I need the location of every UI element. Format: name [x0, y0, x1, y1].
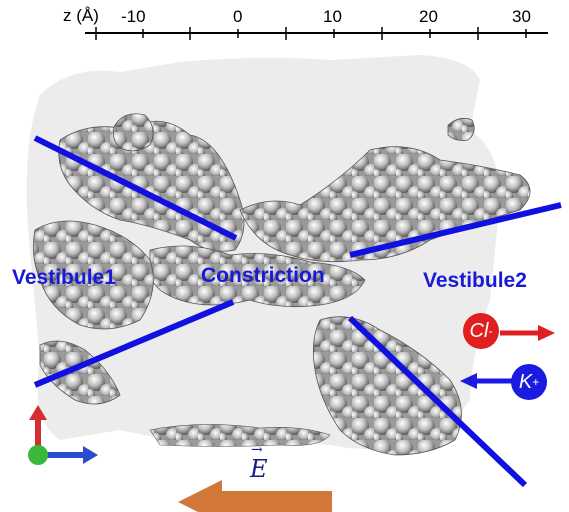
surface-constriction — [149, 245, 366, 308]
z-tick-label: 10 — [323, 7, 342, 26]
z-tick-label: 30 — [512, 7, 531, 26]
surface-small-right — [447, 117, 475, 141]
pore-line-lower-right — [347, 315, 528, 488]
surface-top-bump — [112, 113, 154, 152]
z-axis-label: z (Å) — [63, 6, 99, 25]
region-label-vestibule1: Vestibule1 — [12, 266, 116, 289]
field-arrow — [178, 480, 332, 512]
surface-upper-right — [239, 146, 531, 263]
potassium-symbol: K — [518, 370, 533, 393]
surface-left-mid — [32, 220, 154, 330]
z-tick-label: 0 — [233, 7, 243, 26]
z-tick-label: -10 — [121, 7, 146, 26]
pore-line-upper-left — [33, 135, 238, 241]
surface-lower-right — [312, 316, 462, 456]
field-vector-arrow: → — [251, 442, 263, 458]
pore-line-lower-left — [33, 299, 235, 388]
z-axis-ticks — [95, 27, 527, 40]
coordinate-triad — [28, 405, 98, 465]
pore-line-upper-right — [349, 202, 562, 258]
chloride-ion: Cl- — [463, 313, 499, 349]
potassium-ion: K+ — [511, 364, 547, 400]
surface-bottom-rim — [149, 424, 331, 447]
pore-boundary-lines — [33, 135, 562, 488]
field-symbol: → E — [250, 442, 268, 483]
chloride-arrow — [500, 325, 555, 341]
surface-lower-left — [39, 340, 121, 405]
field-letter: E — [250, 455, 268, 483]
chloride-charge: - — [488, 324, 493, 338]
chloride-symbol: Cl — [469, 319, 489, 342]
potassium-charge: + — [532, 375, 540, 389]
region-label-constriction: Constriction — [201, 264, 325, 287]
region-label-vestibule2: Vestibule2 — [423, 269, 527, 292]
z-tick-label: 20 — [419, 7, 438, 26]
potassium-arrow — [460, 373, 512, 389]
